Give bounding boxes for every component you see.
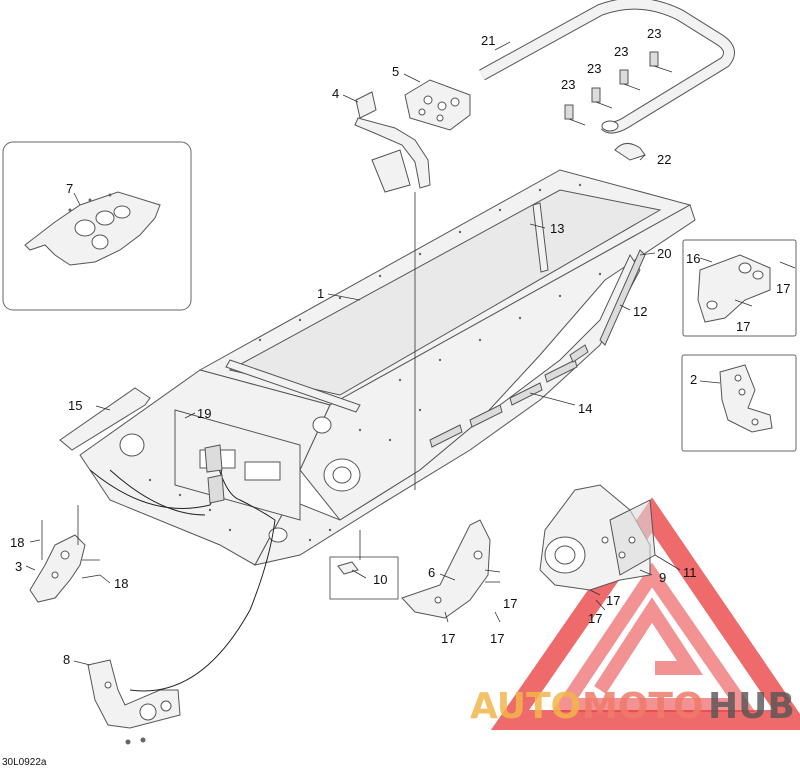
callout-18-a: 18	[10, 535, 24, 550]
leader-lines	[25, 41, 721, 666]
callout-17-e: 17	[490, 631, 504, 646]
callout-22: 22	[657, 152, 671, 167]
watermark-logo	[490, 497, 800, 730]
callout-6: 6	[428, 565, 435, 580]
callout-23-c: 23	[587, 61, 601, 76]
part-6-bracket	[401, 519, 501, 623]
part-5-bracket	[404, 79, 471, 131]
part-10-inset	[329, 556, 399, 600]
callout-11: 11	[683, 565, 697, 580]
callout-17-a: 17	[776, 281, 790, 296]
part-21-handle	[479, 0, 735, 134]
callout-1: 1	[317, 286, 324, 301]
callout-16: 16	[686, 251, 700, 266]
callout-15: 15	[68, 398, 82, 413]
callout-17-g: 17	[606, 593, 620, 608]
part-3-bracket	[29, 505, 101, 603]
callout-19: 19	[197, 406, 211, 421]
callout-10: 10	[373, 572, 387, 587]
callout-20: 20	[657, 246, 671, 261]
callout-23-b: 23	[614, 44, 628, 59]
watermark-hub: HUB	[708, 686, 795, 727]
callout-3: 3	[15, 559, 22, 574]
callout-23-a: 23	[647, 26, 661, 41]
inset-part-7	[2, 141, 192, 311]
callout-13: 13	[550, 221, 564, 236]
callout-4: 4	[332, 86, 339, 101]
part-22-clip	[614, 143, 646, 161]
callout-21: 21	[481, 33, 495, 48]
part-15-bracket	[59, 387, 151, 451]
callout-8: 8	[63, 652, 70, 667]
callout-17-b: 17	[736, 319, 750, 334]
inset-part-16	[682, 239, 797, 337]
callout-9: 9	[659, 570, 666, 585]
callout-2: 2	[690, 372, 697, 387]
callout-labels: 1 2 3 4 5 6 7 8 9 10 11 12 13 14 15 16 1…	[10, 26, 790, 667]
wiring-harness	[89, 444, 276, 692]
rivet-dots	[148, 183, 602, 542]
part-9-11-bracket	[539, 484, 656, 611]
inset-part-2	[681, 354, 797, 452]
callout-12: 12	[633, 304, 647, 319]
callout-14: 14	[578, 401, 592, 416]
callout-23-d: 23	[561, 77, 575, 92]
watermark-moto: MOTO	[582, 686, 704, 727]
callout-7: 7	[66, 181, 73, 196]
part-4-post	[354, 91, 431, 193]
callout-5: 5	[392, 64, 399, 79]
bolts-23	[564, 51, 673, 126]
callout-17-f: 17	[588, 611, 602, 626]
callout-17-c: 17	[503, 596, 517, 611]
drawing-code: 30L0922a	[2, 757, 47, 768]
frame-tunnel	[79, 169, 696, 566]
callout-17-d: 17	[441, 631, 455, 646]
watermark-text: AUTO MOTO HUB	[470, 686, 795, 727]
watermark-auto: AUTO	[470, 686, 581, 727]
part-8-bracket	[87, 659, 181, 745]
callout-18-b: 18	[114, 576, 128, 591]
